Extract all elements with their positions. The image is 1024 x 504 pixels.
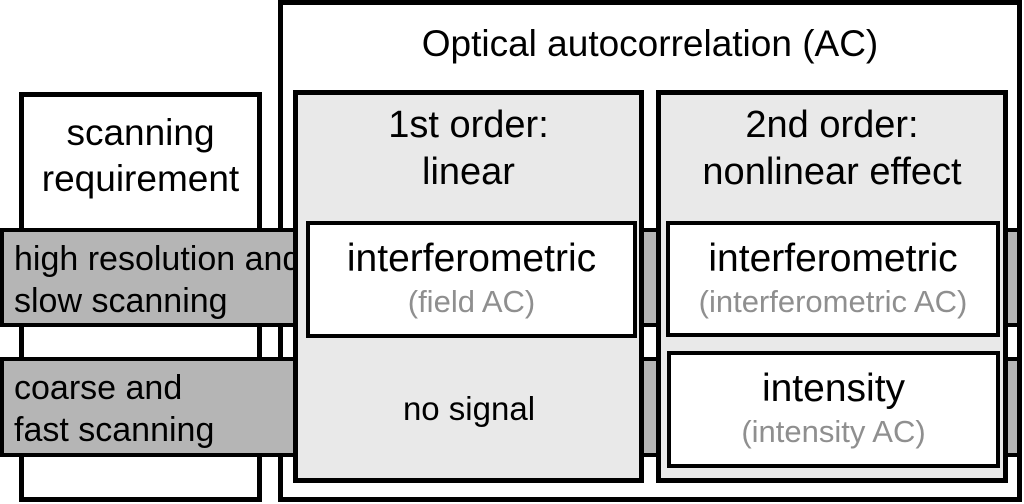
column-header: 2nd order: nonlinear effect <box>661 95 1003 196</box>
cell-sub-label: (intensity AC) <box>741 414 926 449</box>
cell-intensity-ac: intensity (intensity AC) <box>667 351 1000 468</box>
band-label-line1: coarse and <box>14 369 183 407</box>
band-label-line2: fast scanning <box>14 411 215 449</box>
column-header: 1st order: linear <box>298 95 639 196</box>
band-label-line1: high resolution and <box>14 240 302 278</box>
cell-main-label: intensity <box>761 367 906 410</box>
cell-main-label: interferometric <box>708 237 958 280</box>
column-header-line2: linear <box>422 151 515 193</box>
cell-sub-label: (interferometric AC) <box>698 284 968 319</box>
column-header-line2: nonlinear effect <box>702 151 962 193</box>
column-header-line1: 1st order: <box>388 104 549 146</box>
cell-interferometric-ac: interferometric (interferometric AC) <box>666 221 1000 337</box>
band-label-line2: slow scanning <box>14 282 228 320</box>
column-header-line1: 2nd order: <box>745 104 919 146</box>
scanning-requirement-line1: scanning <box>66 112 215 153</box>
scanning-requirement-line2: requirement <box>41 158 240 199</box>
panel-right-border <box>1017 0 1022 502</box>
cell-field-ac: interferometric (field AC) <box>306 221 637 338</box>
cell-main-label: interferometric <box>346 237 597 280</box>
cell-no-signal: no signal <box>402 389 536 427</box>
panel-title: Optical autocorrelation (AC) <box>421 23 879 64</box>
cell-sub-label: (field AC) <box>407 284 536 319</box>
